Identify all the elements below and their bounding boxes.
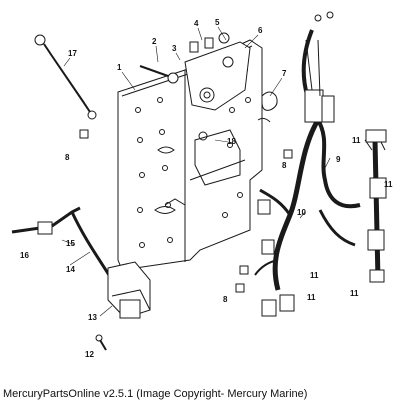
ground-strap — [34, 34, 97, 120]
callout-3: 3 — [172, 44, 177, 53]
callout-2: 2 — [152, 37, 157, 46]
callout-4: 4 — [194, 19, 199, 28]
callout-8c: 8 — [223, 295, 228, 304]
coil-screw — [95, 334, 107, 351]
callout-6: 6 — [258, 26, 263, 35]
clip-part-7 — [257, 91, 278, 123]
callout-7: 7 — [282, 69, 287, 78]
callout-18: 18 — [227, 137, 236, 146]
callout-11a: 11 — [352, 136, 361, 145]
callout-14: 14 — [66, 265, 75, 274]
grommets-parts-3-4 — [189, 32, 230, 53]
callout-11d: 11 — [307, 293, 316, 302]
callout-12: 12 — [85, 350, 94, 359]
callout-15: 15 — [66, 239, 75, 248]
callout-16: 16 — [20, 251, 29, 260]
callout-5: 5 — [215, 18, 220, 27]
spark-plug — [11, 221, 53, 235]
bolt-part-2 — [139, 65, 179, 84]
callout-11e: 11 — [350, 289, 359, 298]
callout-9: 9 — [336, 155, 341, 164]
plug-boot-lead — [51, 206, 114, 281]
copyright-footer: MercuryPartsOnline v2.5.1 (Image Copyrig… — [3, 388, 308, 400]
ignition-coil — [107, 261, 151, 319]
callout-11b: 11 — [384, 180, 393, 189]
callout-8b: 8 — [282, 161, 287, 170]
callout-11c: 11 — [310, 271, 319, 280]
screw-parts-8 — [79, 129, 293, 293]
upper-bracket — [184, 41, 251, 111]
callout-10: 10 — [297, 208, 306, 217]
callout-17: 17 — [68, 49, 77, 58]
callout-8a: 8 — [65, 153, 70, 162]
callout-13: 13 — [88, 313, 97, 322]
callout-1: 1 — [117, 63, 122, 72]
exploded-parts-diagram: 1 2 3 4 5 6 7 8 8 8 9 10 11 11 11 11 11 … — [11, 11, 393, 359]
wire-harness — [254, 11, 387, 317]
